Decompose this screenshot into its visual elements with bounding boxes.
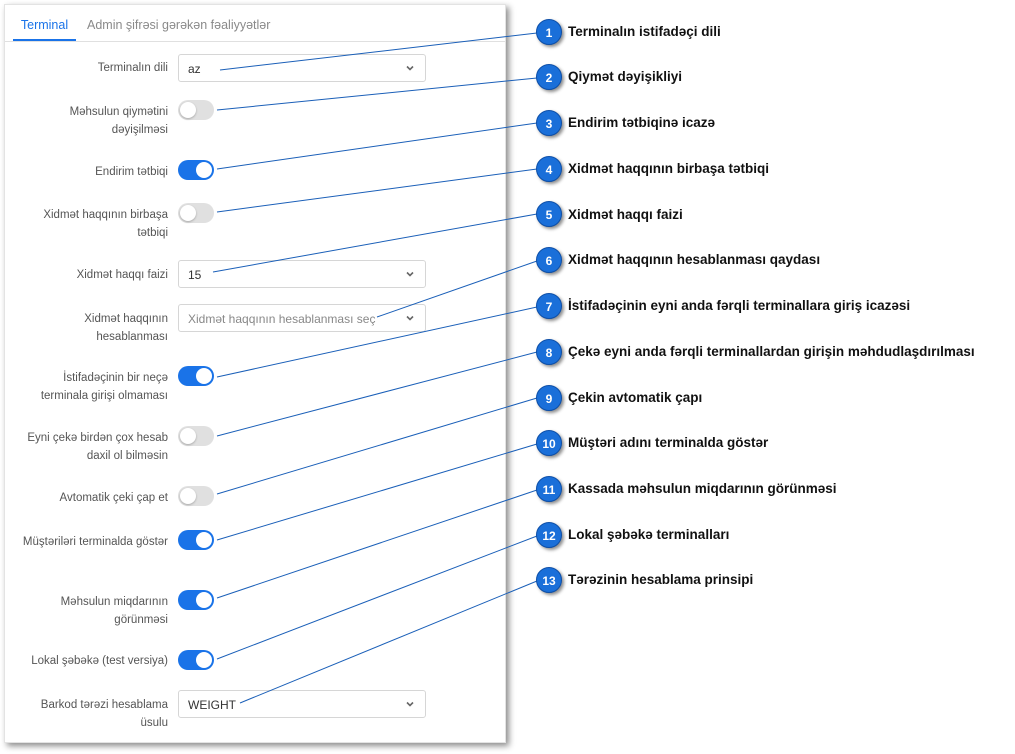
price-change-toggle[interactable] <box>178 100 214 120</box>
chevron-down-icon <box>406 701 414 707</box>
chevron-down-icon <box>406 315 414 321</box>
toggle-knob <box>196 652 212 668</box>
toggle-knob <box>180 102 196 118</box>
callout-text-7: İstifadəçinin eyni anda fərqli terminall… <box>568 298 911 313</box>
callout-badge-12: 12 <box>536 522 562 548</box>
language-select-value: az <box>188 62 201 76</box>
connector-line-13 <box>239 580 538 704</box>
callout-badge-11: 11 <box>536 476 562 502</box>
callout-text-10: Müştəri adını terminalda göstər <box>568 435 769 450</box>
auto-print-toggle[interactable] <box>178 486 214 506</box>
connector-line-5 <box>212 213 538 273</box>
connector-line-10 <box>216 443 538 541</box>
toggle-knob <box>180 488 196 504</box>
auto-print-label: Avtomatik çeki çap et <box>59 492 168 504</box>
show-customers-toggle[interactable] <box>178 530 214 550</box>
callout-text-8: Çekə eyni anda fərqli terminallardan gir… <box>568 344 975 359</box>
toggle-knob <box>196 592 212 608</box>
callout-text-5: Xidmət haqqı faizi <box>568 207 683 222</box>
service-direct-label: Xidmət haqqının birbaşa tətbiqi <box>43 209 168 239</box>
scale-method-select[interactable]: WEIGHT <box>178 690 426 718</box>
service-calc-label: Xidmət haqqının hesablanması <box>84 313 168 343</box>
chevron-down-icon <box>406 271 414 277</box>
active-tab-indicator <box>13 39 76 41</box>
callout-badge-8: 8 <box>536 339 562 365</box>
toggle-knob <box>180 428 196 444</box>
show-quantity-label: Məhsulun miqdarının görünməsi <box>60 596 168 626</box>
callout-badge-7: 7 <box>536 293 562 319</box>
callout-badge-5: 5 <box>536 201 562 227</box>
callout-text-12: Lokal şəbəkə terminalları <box>568 527 730 542</box>
callout-text-4: Xidmət haqqının birbaşa tətbiqi <box>568 161 770 176</box>
scale-method-value: WEIGHT <box>188 698 236 712</box>
connector-line-11 <box>216 489 538 599</box>
toggle-knob <box>196 368 212 384</box>
callout-text-9: Çekin avtomatik çapı <box>568 390 703 405</box>
callout-badge-4: 4 <box>536 156 562 182</box>
callout-badge-9: 9 <box>536 385 562 411</box>
scale-method-label: Barkod tərəzi hesablama üsulu <box>40 699 168 729</box>
connector-line-8 <box>216 351 538 437</box>
callout-badge-3: 3 <box>536 110 562 136</box>
toggle-knob <box>196 532 212 548</box>
service-direct-toggle[interactable] <box>178 203 214 223</box>
local-network-toggle[interactable] <box>178 650 214 670</box>
callout-text-11: Kassada məhsulun miqdarının görünməsi <box>568 481 837 496</box>
tab-admin-actions[interactable]: Admin şifrəsi gərəkən fəaliyyətlər <box>87 18 271 32</box>
toggle-knob <box>196 162 212 178</box>
language-label: Terminalın dili <box>97 62 168 74</box>
callout-badge-1: 1 <box>536 19 562 45</box>
multi-check-label: Eyni çekə birdən çox hesab daxil ol bilm… <box>27 432 168 462</box>
callout-badge-2: 2 <box>536 64 562 90</box>
multi-terminal-label: İstifadəçinin bir neçə terminala girişi … <box>40 372 168 402</box>
tab-divider <box>5 41 505 42</box>
callout-text-13: Tərəzinin hesablama prinsipi <box>568 572 754 587</box>
multi-terminal-toggle[interactable] <box>178 366 214 386</box>
service-calc-select[interactable]: Xidmət haqqının hesablanması seç <box>178 304 426 332</box>
callout-text-3: Endirim tətbiqinə icazə <box>568 115 716 130</box>
service-percent-select[interactable]: 15 <box>178 260 426 288</box>
chevron-down-icon <box>406 65 414 71</box>
tab-terminal[interactable]: Terminal <box>20 18 69 32</box>
connector-line-7 <box>216 306 538 378</box>
connector-line-12 <box>216 535 538 660</box>
price-change-label: Məhsulun qiymətini dəyişilməsi <box>69 106 168 136</box>
connector-line-6 <box>376 260 538 318</box>
connector-line-2 <box>216 77 538 111</box>
local-network-label: Lokal şəbəkə (test versiya) <box>31 655 168 667</box>
discount-label: Endirim tətbiqi <box>95 166 168 178</box>
callout-text-6: Xidmət haqqının hesablanması qaydası <box>568 252 821 267</box>
callout-badge-10: 10 <box>536 430 562 456</box>
show-quantity-toggle[interactable] <box>178 590 214 610</box>
service-calc-placeholder: Xidmət haqqının hesablanması seç <box>188 312 376 326</box>
connector-line-9 <box>216 397 538 495</box>
language-select[interactable]: az <box>178 54 426 82</box>
connector-line-3 <box>216 122 538 170</box>
callout-text-2: Qiymət dəyişikliyi <box>568 69 683 84</box>
service-percent-value: 15 <box>188 268 202 282</box>
terminal-settings-panel: Terminal Admin şifrəsi gərəkən fəaliyyət… <box>4 4 506 743</box>
multi-check-toggle[interactable] <box>178 426 214 446</box>
callout-badge-6: 6 <box>536 247 562 273</box>
toggle-knob <box>180 205 196 221</box>
connector-line-4 <box>216 168 538 213</box>
service-percent-label: Xidmət haqqı faizi <box>76 269 168 281</box>
discount-toggle[interactable] <box>178 160 214 180</box>
callout-badge-13: 13 <box>536 567 562 593</box>
connector-line-1 <box>219 32 538 71</box>
show-customers-label: Müştəriləri terminalda göstər <box>22 536 168 548</box>
callout-text-1: Terminalın istifadəçi dili <box>568 24 721 39</box>
